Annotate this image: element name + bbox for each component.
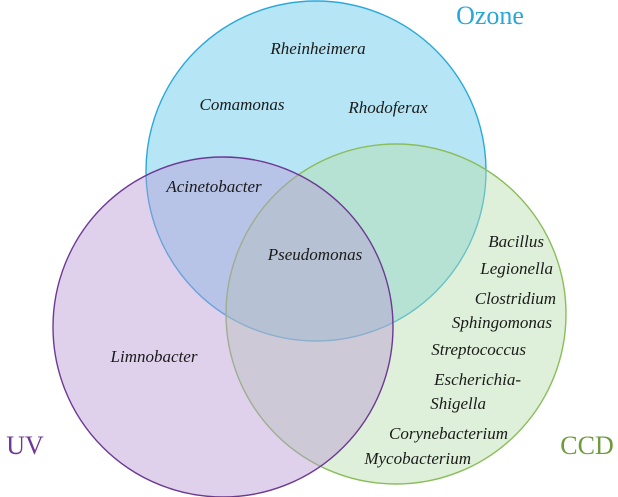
taxon-bacillus: Bacillus bbox=[488, 232, 544, 251]
taxon-rhodoferax: Rhodoferax bbox=[347, 98, 428, 117]
ccd-circle bbox=[225, 143, 567, 485]
taxon-pseudomonas: Pseudomonas bbox=[267, 245, 363, 264]
taxon-acinetobacter: Acinetobacter bbox=[165, 177, 262, 196]
uv-label: UV bbox=[6, 431, 44, 460]
taxon-comamonas: Comamonas bbox=[199, 95, 284, 114]
taxon-mycobacterium: Mycobacterium bbox=[363, 449, 471, 468]
taxon-limnobacter: Limnobacter bbox=[110, 347, 198, 366]
taxon-shigella: Shigella bbox=[430, 394, 486, 413]
ccd-label: CCD bbox=[560, 431, 613, 460]
ozone-circle bbox=[145, 0, 487, 342]
taxon-clostridium: Clostridium bbox=[475, 289, 556, 308]
ozone-label: Ozone bbox=[456, 1, 524, 30]
taxon-streptococcus: Streptococcus bbox=[431, 340, 526, 359]
uv-circle bbox=[52, 156, 394, 497]
taxon-corynebacterium: Corynebacterium bbox=[389, 424, 508, 443]
taxon-legionella: Legionella bbox=[479, 259, 553, 278]
taxon-sphingomonas: Sphingomonas bbox=[452, 313, 553, 332]
taxon-escherichia: Escherichia- bbox=[433, 370, 521, 389]
taxon-rheinheimera: Rheinheimera bbox=[269, 39, 365, 58]
